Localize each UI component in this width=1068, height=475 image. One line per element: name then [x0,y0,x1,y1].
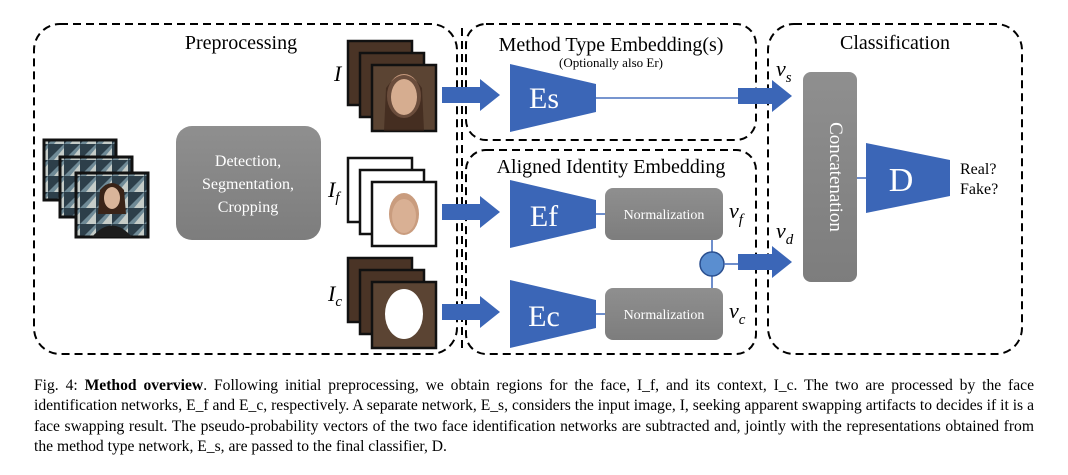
aligned-identity-frame [465,149,757,355]
classification-frame [767,23,1023,355]
caption-fig-label: Fig. 4: [34,377,78,394]
input-image-stack [346,39,438,133]
concatenation-box [803,72,857,282]
normalization-box-c [605,288,723,340]
output-real: Real? [960,161,996,178]
label-i: I [333,61,343,86]
normalization-box-f [605,188,723,240]
output-fake: Fake? [960,181,998,198]
aligned-identity-title: Aligned Identity Embedding [497,156,726,178]
encoder-ec-label: Ec [528,300,560,333]
normalization-label-c: Normalization [624,308,705,323]
face-crop-stack [346,156,438,248]
encoder-es-label: Es [529,82,559,115]
method-type-title: Method Type Embedding(s) [499,34,724,56]
encoder-ef-label: Ef [530,200,558,233]
subtraction-node [699,251,725,277]
arrow-vs [738,80,792,112]
input-video-stack [42,138,150,239]
method-type-frame [465,23,757,141]
method-type-note: (Optionally also Er) [559,55,663,70]
arrow-vd [738,246,792,278]
classifier-d [866,143,950,213]
label-if: If [327,177,341,206]
detection-line: Detection, [215,153,281,170]
classifier-d-label: D [889,162,914,199]
figure-caption: Fig. 4: Method overview. Following initi… [34,376,1034,457]
vector-vc: vc [729,298,746,328]
preprocessing-box [176,126,321,240]
label-ic: Ic [327,281,342,310]
preprocessing-frame [33,23,458,355]
caption-body: . Following initial preprocessing, we ob… [34,377,1035,455]
encoder-ec [510,280,596,348]
classification-title: Classification [840,32,950,54]
caption-title: Method overview [84,377,204,394]
concatenation-label: Concatenation [825,122,846,232]
encoder-es [510,64,596,132]
cropping-line: Cropping [218,199,278,216]
context-crop-stack [346,256,438,350]
arrow-to-ef [442,196,500,228]
segmentation-line: Segmentation, [202,176,294,193]
arrow-to-ec [442,296,500,328]
normalization-label-f: Normalization [624,208,705,223]
preprocessing-title: Preprocessing [185,32,297,54]
vector-vf: vf [729,198,745,228]
arrow-to-es [442,79,500,111]
vector-vd: vd [776,218,794,248]
vector-vs: vs [776,56,792,86]
encoder-ef [510,180,596,248]
